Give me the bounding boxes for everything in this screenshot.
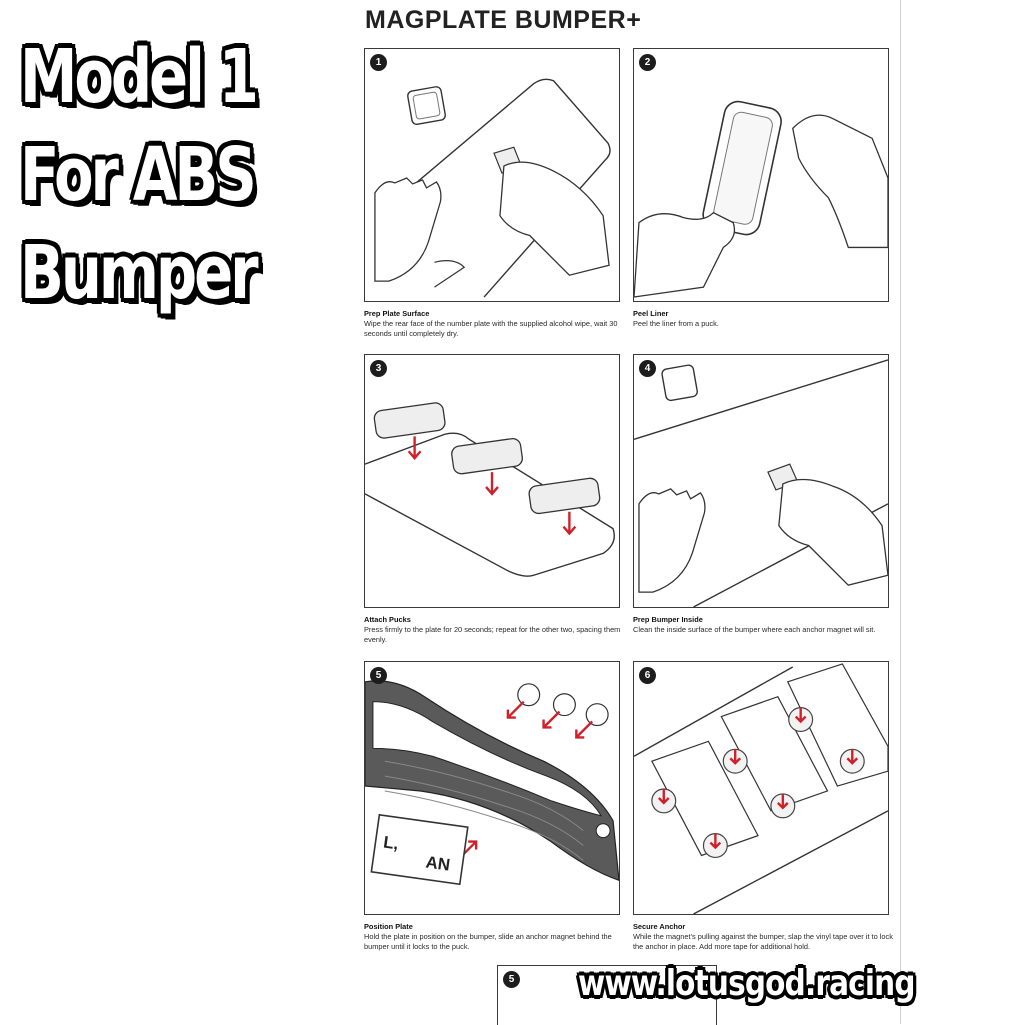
step-1-body: Wipe the rear face of the number plate w…	[364, 318, 618, 338]
step-1-caption: Prep Plate Surface Wipe the rear face of…	[364, 309, 634, 338]
overlay-title-line-1: Model 1	[20, 34, 259, 120]
overlay-title-line-2: For ABS	[20, 132, 257, 218]
position-plate-drawing: L, AN	[365, 680, 619, 886]
step-1-number: 1	[370, 54, 387, 71]
step-3-illustration: 3	[364, 354, 620, 608]
document-title: MAGPLATE BUMPER+	[365, 6, 642, 34]
peel-liner-drawing	[634, 100, 888, 298]
step-5-body: Hold the plate in position on the bumper…	[364, 931, 612, 951]
plate-text-left: L,	[382, 832, 399, 853]
plate-text-right: AN	[425, 852, 452, 874]
step-5-caption: Position Plate Hold the plate in positio…	[364, 922, 634, 951]
step-3-caption: Attach Pucks Press firmly to the plate f…	[364, 615, 634, 644]
prep-bumper-drawing	[634, 359, 888, 607]
step-4-number: 4	[639, 360, 656, 377]
step-6-caption: Secure Anchor While the magnet’s pulling…	[633, 922, 903, 951]
next-step-panel: 5	[497, 965, 717, 1025]
secure-anchor-drawing	[634, 663, 888, 914]
next-step-number: 5	[503, 971, 520, 988]
step-4-illustration: 4	[633, 354, 889, 608]
step-2-body: Peel the liner from a puck.	[633, 318, 719, 328]
step-1-title: Prep Plate Surface	[364, 309, 430, 318]
step-5-illustration: 5 L, AN	[364, 661, 620, 915]
step-5-title: Position Plate	[364, 922, 413, 931]
step-4-caption: Prep Bumper Inside Clean the inside surf…	[633, 615, 903, 635]
sheet-edge	[900, 0, 901, 1024]
step-2-caption: Peel Liner Peel the liner from a puck.	[633, 309, 903, 329]
website-url: www.lotusgod.racing	[578, 963, 915, 1004]
attach-pucks-drawing	[365, 402, 615, 577]
step-3-number: 3	[370, 360, 387, 377]
step-6-title: Secure Anchor	[633, 922, 686, 931]
step-1-illustration: 1	[364, 48, 620, 302]
step-5-number: 5	[370, 667, 387, 684]
overlay-title: Model 1 For ABS Bumper	[20, 28, 270, 322]
step-6-body: While the magnet’s pulling against the b…	[633, 931, 893, 951]
overlay-title-line-3: Bumper	[20, 230, 259, 316]
prep-plate-drawing	[374, 78, 611, 298]
step-2-number: 2	[639, 54, 656, 71]
step-4-title: Prep Bumper Inside	[633, 615, 703, 624]
step-6-number: 6	[639, 667, 656, 684]
step-4-body: Clean the inside surface of the bumper w…	[633, 624, 876, 634]
step-3-title: Attach Pucks	[364, 615, 411, 624]
step-2-illustration: 2	[633, 48, 889, 302]
step-6-illustration: 6	[633, 661, 889, 915]
step-2-title: Peel Liner	[633, 309, 669, 318]
step-3-body: Press firmly to the plate for 20 seconds…	[364, 624, 621, 644]
